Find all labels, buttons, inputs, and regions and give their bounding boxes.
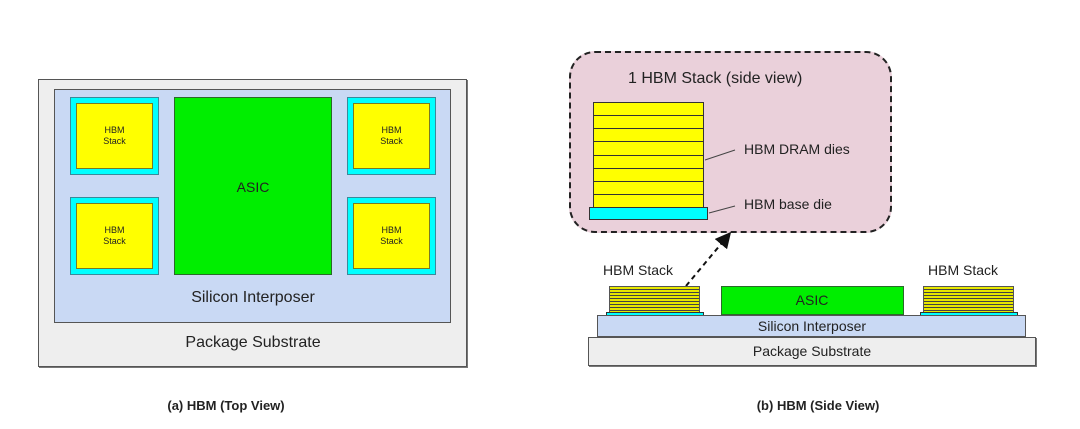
hbm-label: HBM: [104, 225, 125, 235]
hbm-dram-die: [593, 128, 704, 143]
hbm-dram-die: [593, 115, 704, 130]
side-silicon-interposer: [597, 315, 1026, 337]
top-asic-label: ASIC: [236, 179, 270, 195]
side-package-substrate: [588, 337, 1036, 366]
stack-label: Stack: [103, 236, 126, 246]
side-asic-label: ASIC: [795, 292, 829, 308]
side-asic: [721, 286, 904, 315]
hbm-dram-die: [593, 167, 704, 182]
stack-label: Stack: [103, 136, 126, 146]
hbm-dram-die: [593, 102, 704, 117]
hbm-label: HBM: [381, 125, 402, 135]
hbm-dram-die: [593, 193, 704, 208]
hbm-base-die: [589, 207, 708, 220]
top-substrate-label: Package Substrate: [185, 334, 321, 351]
stack-label: Stack: [380, 136, 403, 146]
hbm-label: HBM: [104, 125, 125, 135]
caption-top-view: (a) HBM (Top View): [167, 398, 285, 413]
hbm-dram-die: [593, 180, 704, 195]
hbm-label: HBM: [381, 225, 402, 235]
left-hbm-stack: [609, 286, 700, 313]
dram-dies-label: HBM DRAM dies: [744, 141, 850, 157]
hbm-dram-die: [593, 154, 704, 169]
right-hbm-stack: [923, 286, 1014, 313]
left-hbm-stack-label: HBM Stack: [603, 262, 674, 278]
side-substrate-label: Package Substrate: [752, 343, 872, 359]
caption-side-view: (b) HBM (Side View): [756, 398, 880, 413]
side-interposer-label: Silicon Interposer: [757, 318, 867, 334]
right-hbm-stack-label: HBM Stack: [928, 262, 999, 278]
callout-title: 1 HBM Stack (side view): [628, 70, 803, 87]
hbm-dram-die-stack: [593, 102, 704, 208]
top-asic: [174, 97, 332, 275]
base-die-label: HBM base die: [744, 196, 832, 212]
zoom-arrow: [685, 231, 732, 287]
top-interposer-label: Silicon Interposer: [191, 289, 315, 306]
stack-label: Stack: [380, 236, 403, 246]
hbm-dram-die: [593, 141, 704, 156]
